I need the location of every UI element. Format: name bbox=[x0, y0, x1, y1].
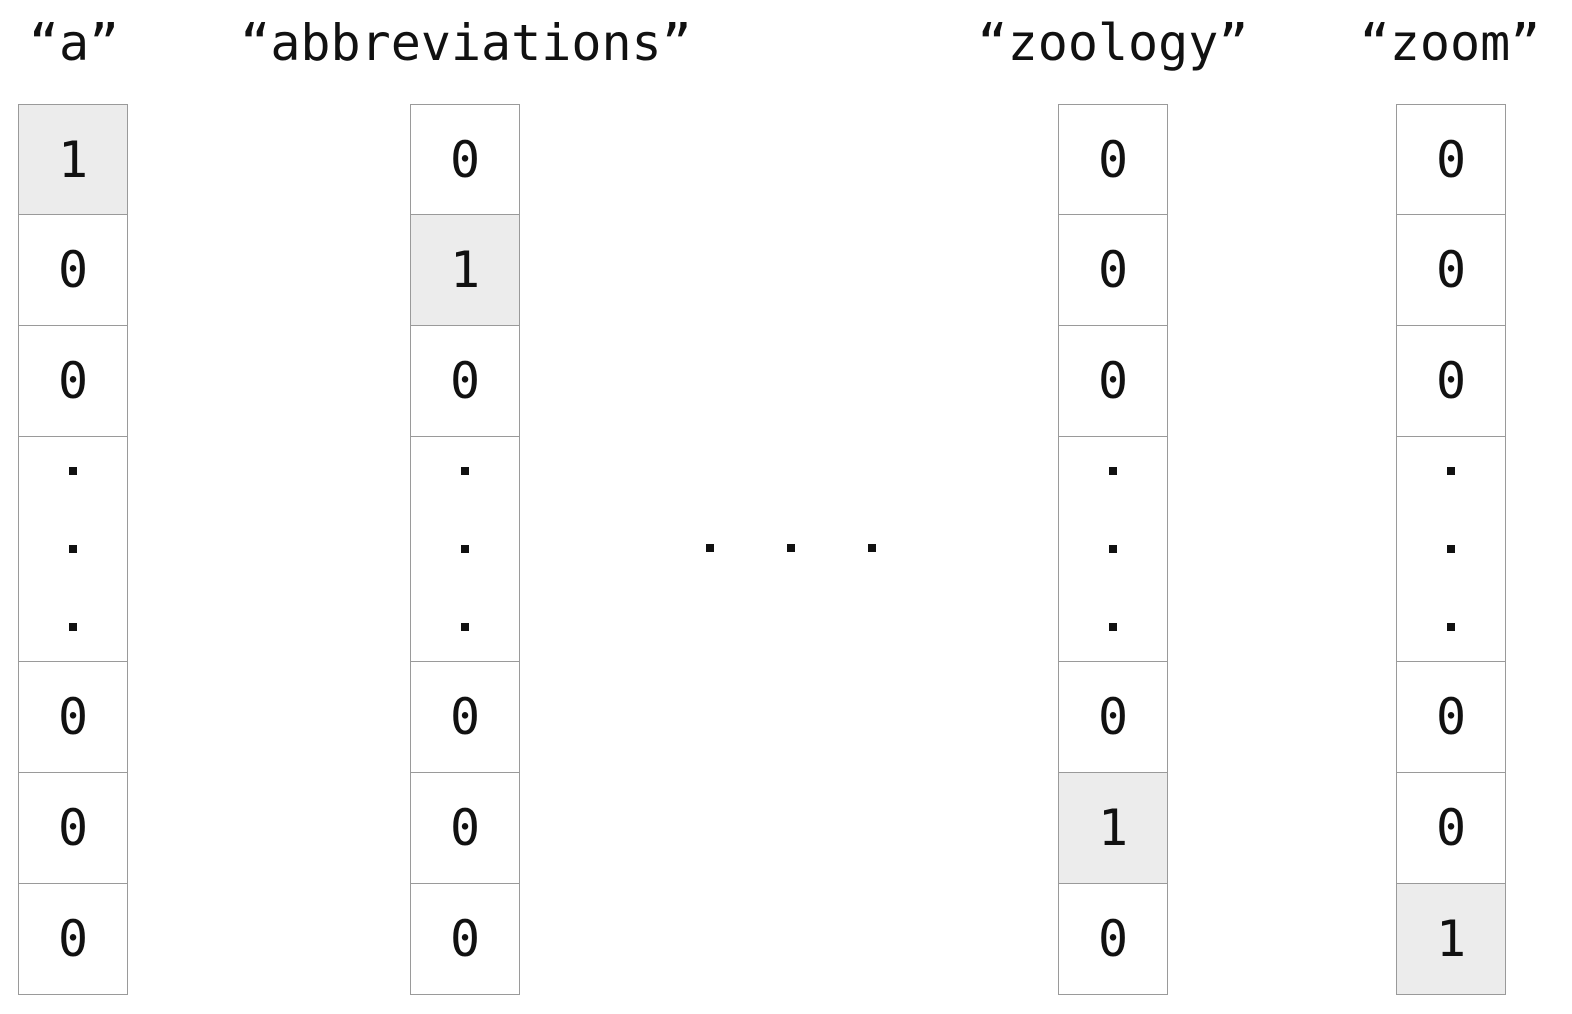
vector-ellipsis-cell bbox=[1396, 436, 1506, 662]
ellipsis-dot bbox=[1109, 467, 1117, 475]
vector-cell: 0 bbox=[18, 883, 128, 995]
vector-cell: 0 bbox=[1396, 214, 1506, 326]
word-label-a: “a” bbox=[28, 14, 120, 72]
vector-cell: 0 bbox=[410, 883, 520, 995]
vector-cell: 0 bbox=[1058, 661, 1168, 773]
vector-cell: 0 bbox=[1396, 325, 1506, 437]
vector-cell: 0 bbox=[1058, 325, 1168, 437]
vector-cell: 0 bbox=[18, 772, 128, 884]
ellipsis-dot bbox=[787, 544, 795, 552]
vector-cell: 0 bbox=[1058, 214, 1168, 326]
vector-cell: 0 bbox=[1396, 661, 1506, 773]
ellipsis-dot bbox=[868, 544, 876, 552]
vector-cell: 0 bbox=[18, 325, 128, 437]
vector-cell: 1 bbox=[410, 214, 520, 326]
ellipsis-dot bbox=[1109, 545, 1117, 553]
vector-cell: 0 bbox=[18, 661, 128, 773]
one-hot-vector-a: 1 0 0 0 0 0 bbox=[18, 104, 130, 995]
vector-cell: 0 bbox=[410, 772, 520, 884]
vector-cell: 0 bbox=[410, 325, 520, 437]
vector-cell: 0 bbox=[1058, 104, 1168, 215]
ellipsis-dot bbox=[1447, 623, 1455, 631]
ellipsis-dot bbox=[1109, 623, 1117, 631]
ellipsis-dot bbox=[461, 623, 469, 631]
vector-cell: 0 bbox=[410, 661, 520, 773]
ellipsis-dot bbox=[461, 545, 469, 553]
ellipsis-dot bbox=[706, 544, 714, 552]
vector-cell: 0 bbox=[1058, 883, 1168, 995]
vector-cell: 0 bbox=[18, 214, 128, 326]
ellipsis-dot bbox=[1447, 545, 1455, 553]
vector-ellipsis-cell bbox=[410, 436, 520, 662]
vector-cell: 0 bbox=[410, 104, 520, 215]
vector-ellipsis-cell bbox=[18, 436, 128, 662]
ellipsis-dot bbox=[69, 545, 77, 553]
one-hot-vector-zoom: 0 0 0 0 0 1 bbox=[1396, 104, 1508, 995]
vector-cell: 0 bbox=[1396, 104, 1506, 215]
vector-cell: 1 bbox=[1058, 772, 1168, 884]
ellipsis-dot bbox=[69, 467, 77, 475]
ellipsis-dot bbox=[461, 467, 469, 475]
vector-cell: 1 bbox=[1396, 883, 1506, 995]
ellipsis-dot bbox=[1447, 467, 1455, 475]
one-hot-vector-abbreviations: 0 1 0 0 0 0 bbox=[410, 104, 522, 995]
ellipsis-dot bbox=[69, 623, 77, 631]
word-label-zoom: “zoom” bbox=[1359, 14, 1541, 72]
word-label-zoology: “zoology” bbox=[977, 14, 1249, 72]
vector-cell: 0 bbox=[1396, 772, 1506, 884]
horizontal-ellipsis bbox=[706, 540, 876, 556]
one-hot-vector-zoology: 0 0 0 0 1 0 bbox=[1058, 104, 1170, 995]
vector-ellipsis-cell bbox=[1058, 436, 1168, 662]
word-label-abbreviations: “abbreviations” bbox=[240, 14, 692, 72]
vector-cell: 1 bbox=[18, 104, 128, 215]
